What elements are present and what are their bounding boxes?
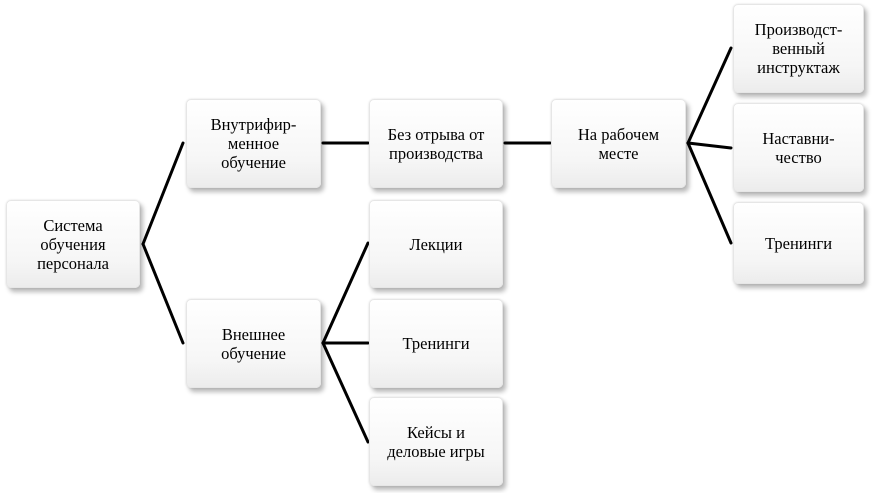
node-external-training-label: Внешнее обучение: [221, 324, 286, 363]
node-external-training: Внешнее обучение: [186, 299, 321, 388]
link-workplace-mentoring: [686, 141, 733, 150]
node-mentoring: Наставни- чество: [733, 103, 864, 192]
node-cases-games: Кейсы и деловые игры: [369, 397, 503, 486]
node-lectures: Лекции: [369, 200, 503, 288]
node-trainings-external: Тренинги: [369, 299, 503, 388]
link-workplace-instruction: [686, 46, 733, 145]
node-training-system: Система обучения персонала: [6, 200, 140, 288]
link-external-lectures: [321, 241, 370, 345]
node-internal-training-label: Внутрифир- менное обучение: [210, 115, 297, 172]
node-internal-training: Внутрифир- менное обучение: [186, 99, 321, 188]
node-workplace-label: На рабочем месте: [577, 124, 660, 163]
node-trainings-internal: Тренинги: [733, 202, 864, 284]
node-trainings-internal-label: Тренинги: [764, 233, 833, 253]
node-cases-games-label: Кейсы и деловые игры: [387, 422, 485, 461]
link-external-cases: [321, 341, 370, 444]
node-trainings-external-label: Тренинги: [402, 334, 470, 353]
node-production-instruction-label: Производст- венный инструктаж: [754, 20, 843, 77]
node-workplace: На рабочем месте: [551, 99, 686, 188]
node-on-the-job-label: Без отрыва от производства: [387, 124, 485, 163]
link-workplace-trainings: [686, 141, 733, 245]
link-root-external: [141, 242, 185, 345]
node-training-system-label: Система обучения персонала: [37, 215, 109, 273]
link-root-internal: [141, 141, 185, 246]
node-production-instruction: Производст- венный инструктаж: [733, 4, 864, 93]
node-on-the-job: Без отрыва от производства: [369, 99, 503, 188]
node-mentoring-label: Наставни- чество: [762, 128, 835, 167]
node-lectures-label: Лекции: [409, 234, 463, 254]
